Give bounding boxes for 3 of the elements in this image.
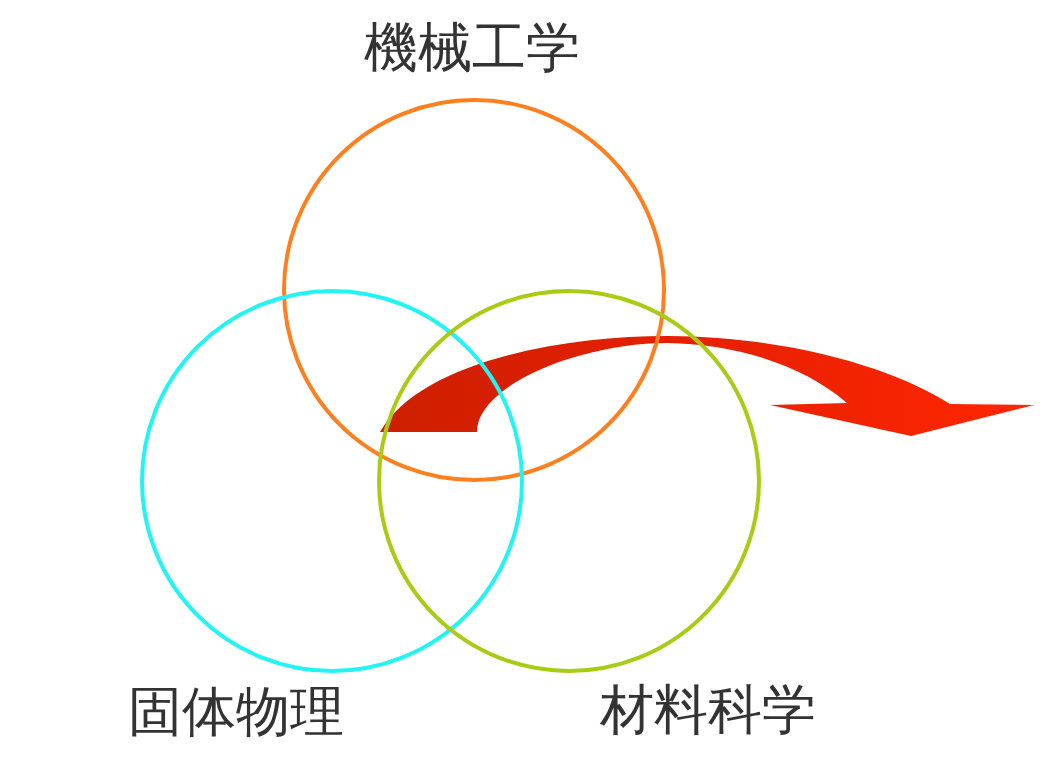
circle-label: 固体物理	[128, 683, 344, 741]
circle-label: 材料科学	[600, 681, 816, 739]
circle-label: 機械工学	[364, 19, 580, 77]
